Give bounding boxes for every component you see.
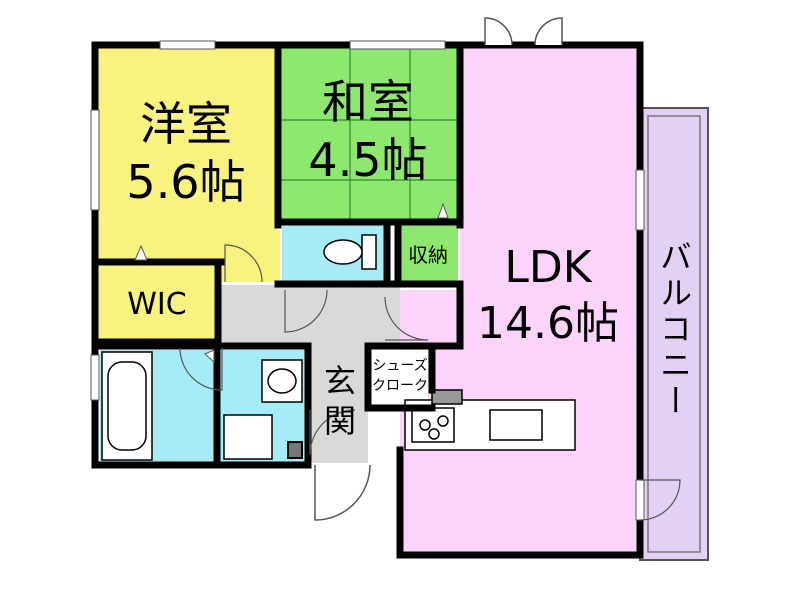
wic-room: [97, 265, 217, 340]
balcony: [639, 107, 709, 561]
wic-label: WIC: [127, 287, 186, 322]
ldk-room-name: LDK: [504, 242, 592, 293]
kitchen-counter: [404, 399, 576, 451]
toilet-icon: [323, 234, 377, 270]
entrance-door: [314, 464, 371, 521]
storage-room: [398, 225, 458, 285]
markers: [134, 202, 449, 364]
windows: [90, 40, 645, 521]
sink-icon: [261, 359, 303, 403]
ldk-room: [460, 45, 640, 555]
storage-label: 収納: [408, 243, 448, 267]
japanese-room-name: 和室: [322, 75, 414, 129]
japanese-room: [280, 45, 460, 220]
western-room: [95, 45, 277, 260]
hallway: [220, 285, 400, 345]
shoe-closet-line1: シューズ: [372, 358, 427, 374]
japanese-room-size: 4.5帖: [308, 133, 427, 187]
western-room-size: 5.6帖: [126, 155, 245, 209]
entrance-line2: 関: [324, 402, 356, 440]
shoe-closet-line2: クローク: [372, 378, 428, 394]
bathtub-icon: [101, 351, 153, 461]
entrance-line1: 玄: [324, 362, 356, 400]
balcony-label: バルコニー: [655, 240, 693, 420]
ldk-room-size: 14.6帖: [477, 298, 619, 349]
washer-icon: [223, 414, 273, 460]
shoe-closet: [368, 350, 428, 405]
balcony-doors: [484, 17, 563, 46]
western-room-name: 洋室: [140, 97, 232, 151]
interior-doors: [179, 244, 681, 521]
